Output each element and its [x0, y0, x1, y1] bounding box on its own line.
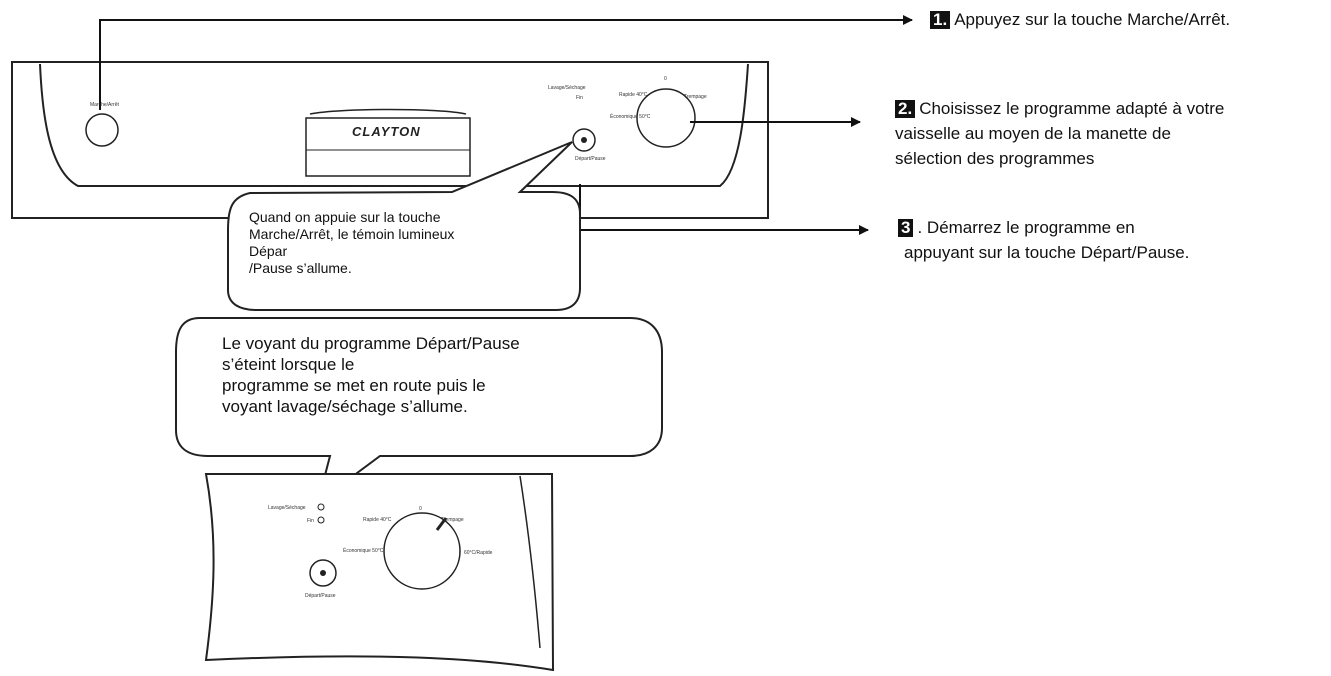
bubble-1-line-4: /Pause s’allume.: [249, 260, 352, 276]
rapide-label: Rapide 40°C: [363, 517, 392, 523]
control-panel-zoom: Lavage/Séchage Fin Rapide 40°C Économiqu…: [204, 473, 555, 672]
bubble-2-line-4: voyant lavage/séchage s’allume.: [222, 397, 468, 416]
zoom-frame: [204, 473, 555, 672]
marche-arret-button: [85, 113, 119, 147]
trempage-label: Trempage: [441, 517, 464, 523]
step-1-text: Appuyez sur la touche Marche/Arrêt.: [954, 10, 1231, 29]
bubble-2-line-1: Le voyant du programme Départ/Pause: [222, 334, 520, 353]
step-3-line-1: . Démarrez le programme en: [917, 218, 1135, 237]
step-3-number: 3: [898, 219, 914, 237]
speech-bubble-1: [227, 141, 581, 311]
step-2-line-3: sélection des programmes: [895, 149, 1095, 168]
step-1-number: 1.: [930, 11, 951, 29]
lavage-sechage-label: Lavage/Séchage: [268, 505, 306, 511]
zero-label: 0: [419, 506, 422, 512]
zero-label-top: 0: [664, 76, 667, 82]
intensif-label: 60°C/Rapide: [464, 550, 493, 556]
bubble-2-line-3: programme se met en route puis le: [222, 376, 486, 395]
bubble-2-text: Le voyant du programme Départ/Pause s’ét…: [222, 333, 520, 417]
handle: [305, 117, 471, 177]
step-2-number: 2.: [895, 100, 916, 118]
step-1: 1.Appuyez sur la touche Marche/Arrêt.: [930, 10, 1230, 30]
step-2-line-2: vaisselle au moyen de la manette de: [895, 124, 1171, 143]
marche-arret-label: Marche/Arrêt: [90, 102, 120, 108]
economique-label: Économique 50°C: [343, 547, 384, 554]
lavage-sechage-label-top: Lavage/Séchage: [548, 85, 586, 91]
step-3: 3. Démarrez le programme en appuyant sur…: [898, 215, 1189, 265]
trempage-label-top: Trempage: [684, 94, 707, 100]
depart-pause-label: Départ/Pause: [305, 593, 336, 599]
arrow-step-1: [99, 15, 913, 110]
step-2: 2.Choisissez le programme adapté à votre…: [895, 96, 1224, 171]
economique-label-top: Économique 50°C: [610, 113, 651, 120]
bubble-1-text: Quand on appuie sur la touche Marche/Arr…: [249, 209, 454, 277]
bubble-1-line-2: Marche/Arrêt, le témoin lumineux: [249, 226, 455, 242]
step-3-line-2: appuyant sur la touche Départ/Pause.: [904, 243, 1190, 262]
fin-label: Fin: [307, 518, 314, 524]
bubble-2-line-2: s’éteint lorsque le: [222, 355, 355, 374]
panel-inner-curve: [39, 63, 749, 187]
brand-logo: CLAYTON: [352, 124, 421, 139]
bubble-1-line-3: Dépar: [249, 243, 288, 259]
depart-pause-label-top: Départ/Pause: [575, 156, 606, 162]
rapide-label-top: Rapide 40°C: [619, 92, 648, 98]
fin-label-top: Fin: [576, 95, 583, 101]
program-dial-top: [636, 88, 696, 148]
step-2-line-1: Choisissez le programme adapté à votre: [919, 99, 1225, 118]
bubble-1-line-1: Quand on appuie sur la touche: [249, 209, 441, 225]
program-dial: [383, 512, 461, 590]
